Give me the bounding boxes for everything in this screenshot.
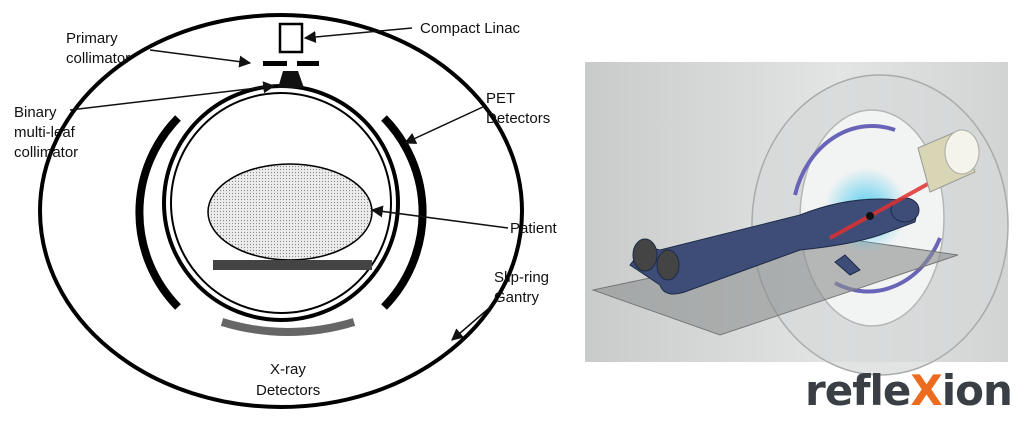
label-xray-1: X-ray bbox=[270, 361, 306, 378]
pet-detector-right bbox=[381, 115, 427, 310]
label-pet-1: PET bbox=[486, 90, 515, 107]
linac-box bbox=[278, 22, 304, 54]
reflexion-logo: refleXion bbox=[805, 366, 1013, 415]
treatment-beam bbox=[829, 178, 936, 240]
multi-leaf-collimator bbox=[278, 71, 304, 88]
label-gantry-1: Slip-ring bbox=[494, 269, 549, 286]
schematic: Compact Linac Primary collimator Binary … bbox=[14, 13, 558, 409]
logo-accent-x: X bbox=[910, 366, 942, 415]
label-primary-collimator-2: collimator bbox=[66, 50, 130, 67]
slip-ring-gantry-outline bbox=[38, 13, 524, 409]
patient-figure bbox=[629, 197, 920, 295]
pet-detector-left bbox=[135, 115, 181, 310]
xray-detector bbox=[220, 318, 356, 336]
logo-text-post: ion bbox=[941, 366, 1013, 415]
logo-text-pre: refle bbox=[805, 366, 911, 415]
label-mlc-3: collimator bbox=[14, 144, 78, 161]
bore-inner-ring bbox=[170, 92, 392, 314]
primary-collimator-right bbox=[297, 61, 319, 66]
pet-arc-top bbox=[793, 124, 896, 196]
label-pet-2: Detectors bbox=[486, 110, 550, 127]
label-gantry-2: Gantry bbox=[494, 289, 540, 306]
label-mlc-2: multi-leaf bbox=[14, 124, 76, 141]
linac-head bbox=[917, 129, 980, 193]
label-patient: Patient bbox=[510, 220, 558, 237]
render-illustration bbox=[585, 62, 1009, 376]
label-mlc-1: Binary bbox=[14, 104, 57, 121]
primary-collimator-left bbox=[263, 61, 287, 66]
patient-shape bbox=[207, 163, 373, 261]
label-xray-2: Detectors bbox=[256, 382, 320, 399]
label-primary-collimator-1: Primary bbox=[66, 30, 118, 47]
label-compact-linac: Compact Linac bbox=[420, 20, 521, 37]
patient-table bbox=[213, 260, 372, 270]
